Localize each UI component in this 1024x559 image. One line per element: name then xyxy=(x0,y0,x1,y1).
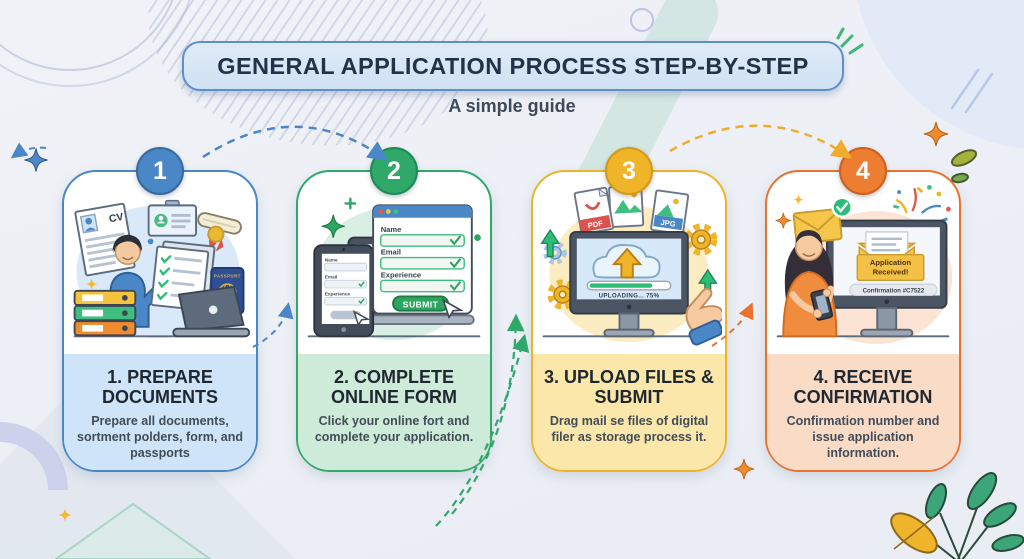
sparkle-icon xyxy=(775,194,804,229)
step-card-upload-files: 3 xyxy=(531,147,727,472)
check-badge-icon xyxy=(831,196,853,218)
form-window: Name Email Experience SUBMIT xyxy=(372,204,473,320)
step-2-title: 2. COMPLETE ONLINE FORM xyxy=(331,367,457,408)
svg-text:Email: Email xyxy=(325,274,338,280)
step-card-receive-confirmation: 4 xyxy=(765,147,961,472)
arrow-left-stub xyxy=(10,142,47,159)
svg-text:Application: Application xyxy=(870,258,912,267)
progress-bar: UPLOADING... 75% xyxy=(586,280,672,299)
svg-text:SUBMIT: SUBMIT xyxy=(403,299,439,309)
step-card-complete-online-form: 2 Name Ema xyxy=(296,147,492,472)
svg-text:UPLOADING... 75%: UPLOADING... 75% xyxy=(599,292,660,299)
page-subtitle: A simple guide xyxy=(448,96,576,116)
step-1-number: 1 xyxy=(153,156,167,185)
jpg-file-icon: JPG xyxy=(650,189,690,235)
step-4-illustration: Application Received! Confirmation #C752… xyxy=(770,178,956,358)
loop-decoration xyxy=(630,8,654,32)
svg-text:PASSPORT: PASSPORT xyxy=(214,273,241,278)
arrow-gap1-small xyxy=(252,302,294,348)
step-2-badge: 2 xyxy=(370,147,418,195)
step-2-panel: 2. COMPLETE ONLINE FORM Click your onlin… xyxy=(298,354,490,470)
plant-icon xyxy=(890,472,1024,559)
pdf-file-icon: PDF xyxy=(573,186,615,235)
cursor-icon xyxy=(352,310,371,327)
svg-text:PDF: PDF xyxy=(587,219,604,231)
folders-icon xyxy=(73,289,137,337)
step-3-number: 3 xyxy=(622,156,636,185)
sparkle-icon xyxy=(24,148,48,172)
svg-text:Name: Name xyxy=(381,225,402,234)
step-4-number: 4 xyxy=(856,156,870,185)
svg-text:Experience: Experience xyxy=(381,270,421,279)
woman-figure xyxy=(782,230,838,338)
cloud-upload-icon xyxy=(592,244,661,279)
svg-text:Email: Email xyxy=(381,248,401,257)
step-4-badge: 4 xyxy=(839,147,887,195)
page-title-text: GENERAL APPLICATION PROCESS STEP-BY-STEP xyxy=(217,52,809,79)
step-1-panel: 1. PREPARE DOCUMENTS Prepare all documen… xyxy=(64,354,256,470)
step-3-illustration: PDF JPG xyxy=(536,178,725,358)
step-4-description: Confirmation number and issue applicatio… xyxy=(786,414,940,461)
step-2-number: 2 xyxy=(387,156,401,185)
arrow-step3-step4 xyxy=(669,124,853,159)
screen-envelope-message: Application Received! Confirmation #C752… xyxy=(849,231,938,296)
step-3-badge: 3 xyxy=(605,147,653,195)
id-card-icon xyxy=(147,199,198,237)
step-3-panel: 3. UPLOAD FILES & SUBMIT Drag mail se fi… xyxy=(533,354,725,470)
step-2-illustration: Name Email Experience Name xyxy=(301,178,487,358)
svg-text:JPG: JPG xyxy=(660,218,676,229)
step-3-title: 3. UPLOAD FILES & SUBMIT xyxy=(543,367,714,408)
step-card-prepare-documents: 1 CV xyxy=(62,147,258,472)
tablet-icon: Name Email Experience xyxy=(313,244,375,338)
svg-text:Confirmation #C7522: Confirmation #C7522 xyxy=(863,288,925,295)
step-1-illustration: CV xyxy=(67,178,253,358)
svg-text:Received!: Received! xyxy=(873,268,909,277)
upload-arrow-icon xyxy=(540,228,561,258)
step-2-description: Click your online fort and complete your… xyxy=(314,414,474,445)
sparkle-icon xyxy=(733,458,755,480)
step-1-badge: 1 xyxy=(136,147,184,195)
sparkle-icon xyxy=(923,121,949,147)
step-3-description: Drag mail se files of digital filer as s… xyxy=(549,414,709,445)
svg-text:CV: CV xyxy=(108,212,124,225)
laptop-icon xyxy=(172,285,251,338)
svg-text:Name: Name xyxy=(325,257,338,263)
sparkle-icon xyxy=(85,278,98,290)
submit-button-graphic: SUBMIT xyxy=(392,295,450,312)
step-4-title: 4. RECEIVE CONFIRMATION xyxy=(793,367,933,408)
step-1-description: Prepare all documents, sortment polders,… xyxy=(77,414,243,461)
sparkle-icon xyxy=(321,214,345,238)
sparkle-icon xyxy=(344,197,357,210)
cursor-icon xyxy=(441,298,464,320)
diploma-icon xyxy=(197,212,242,252)
step-1-title: 1. PREPARE DOCUMENTS xyxy=(102,367,218,408)
step-4-panel: 4. RECEIVE CONFIRMATION Confirmation num… xyxy=(767,354,959,470)
svg-text:Experience: Experience xyxy=(325,292,351,298)
page-title: GENERAL APPLICATION PROCESS STEP-BY-STEP xyxy=(182,41,844,91)
corner-circle-decoration xyxy=(852,0,1024,150)
